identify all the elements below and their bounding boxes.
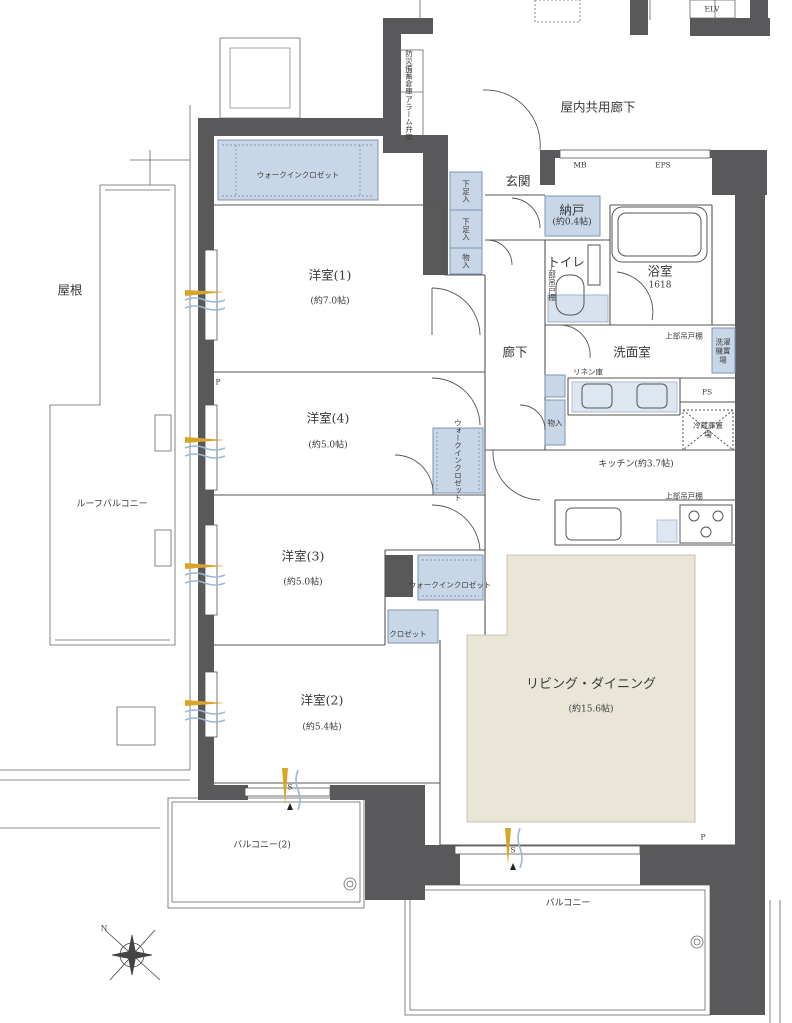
walk-in-closet-room4 — [432, 427, 484, 494]
wic-room4-label: ウォークインクロゼット — [453, 418, 463, 502]
room-kitchen-name: キッチン(約3.7帖) — [598, 459, 674, 470]
room-washroom-name: 洗面室 — [613, 344, 651, 360]
storage-closet-2 — [544, 399, 566, 446]
room-western2-name: 洋室(2) — [300, 692, 344, 708]
upper-shelf-toilet-label: 上部吊戸棚 — [547, 263, 557, 301]
room-western1-name: 洋室(1) — [308, 267, 352, 283]
mb-marker: MB — [573, 160, 587, 170]
room-toilet-name: トイレ — [547, 254, 585, 270]
room-western4-size: (約5.0帖) — [308, 440, 348, 451]
closet-room2-label: クロゼット — [389, 629, 427, 639]
closet-room2 — [387, 609, 439, 644]
shoes1-label: 下足入 — [461, 179, 471, 203]
upper-shelf-wash-label: 上部吊戸棚 — [665, 331, 703, 341]
room-western1-size: (約7.0帖) — [310, 296, 350, 307]
room-entrance-name: 玄関 — [505, 173, 531, 189]
living-dining-floor — [466, 554, 696, 823]
room-hallway-name: 廊下 — [502, 344, 528, 360]
room-storage-size: (約0.4帖) — [552, 217, 592, 228]
roof-balcony-label: ルーフバルコニー — [76, 499, 148, 510]
storage2-label: 物入 — [547, 418, 563, 428]
washbasin — [581, 383, 613, 409]
washing-machine-area — [711, 327, 736, 374]
shoe-closet-1 — [449, 171, 483, 211]
storage-room — [544, 195, 601, 237]
upper-shelf-kitchen-label: 上部吊戸棚 — [665, 491, 703, 501]
storage-closet-1 — [449, 247, 483, 275]
shoe-closet-2 — [449, 209, 483, 249]
room-western4-name: 洋室(4) — [306, 410, 350, 426]
room-bath-name: 浴室 — [647, 263, 673, 279]
north-marker: N — [100, 923, 108, 933]
fridge-label: 冷蔵庫置場 — [693, 421, 723, 439]
storage1-label: 物入 — [461, 253, 471, 269]
roof-outline — [0, 105, 191, 771]
roof-label: 屋根 — [57, 282, 83, 298]
room-western3-name: 洋室(3) — [281, 548, 325, 564]
wic-room3-label: ウォークインクロゼット — [408, 580, 492, 590]
alarm-valve-label: アラーム弁室 — [404, 95, 414, 141]
p-marker-left: P — [215, 377, 221, 387]
room-ldk-name: リビング・ダイニング — [525, 677, 657, 693]
walk-in-closet-top — [217, 139, 379, 201]
disaster-storage-label: 防災備蓄倉庫 — [404, 49, 414, 95]
balcony-label: バルコニー — [545, 898, 591, 909]
linen-closet — [544, 374, 566, 398]
p-marker-right: P — [700, 832, 706, 842]
room-ldk-size: (約15.6帖) — [568, 704, 614, 715]
kitchen-sink — [565, 507, 622, 541]
s-marker-balcony2: S — [287, 782, 293, 792]
linen-label: リネン庫 — [573, 367, 603, 377]
wic-top-label: ウォークインクロゼット — [256, 170, 340, 180]
cooktop — [679, 504, 733, 544]
room-storage-name: 納戸 — [559, 202, 585, 218]
ps-marker: PS — [701, 387, 713, 397]
s-marker-balcony: S — [510, 845, 516, 855]
washing-machine-label: 洗濯機置場 — [715, 337, 731, 365]
roof-balcony-rail — [49, 184, 176, 646]
shoes2-label: 下足入 — [461, 217, 471, 241]
balcony2-label: バルコニー(2) — [233, 840, 291, 851]
structural-walls — [198, 0, 770, 1015]
bathtub — [611, 206, 708, 263]
walk-in-closet-room3 — [417, 554, 484, 601]
compass — [104, 929, 161, 981]
toilet-fixture — [555, 274, 585, 316]
fridge-area — [682, 409, 734, 451]
room-bath-size: 1618 — [648, 280, 672, 291]
common-corridor-label: 屋内共用廊下 — [560, 99, 636, 115]
room-western3-size: (約5.0帖) — [283, 577, 323, 588]
room-western2-size: (約5.4帖) — [302, 722, 342, 733]
elv-marker: ELV — [704, 4, 720, 14]
eps-marker: EPS — [655, 160, 671, 170]
